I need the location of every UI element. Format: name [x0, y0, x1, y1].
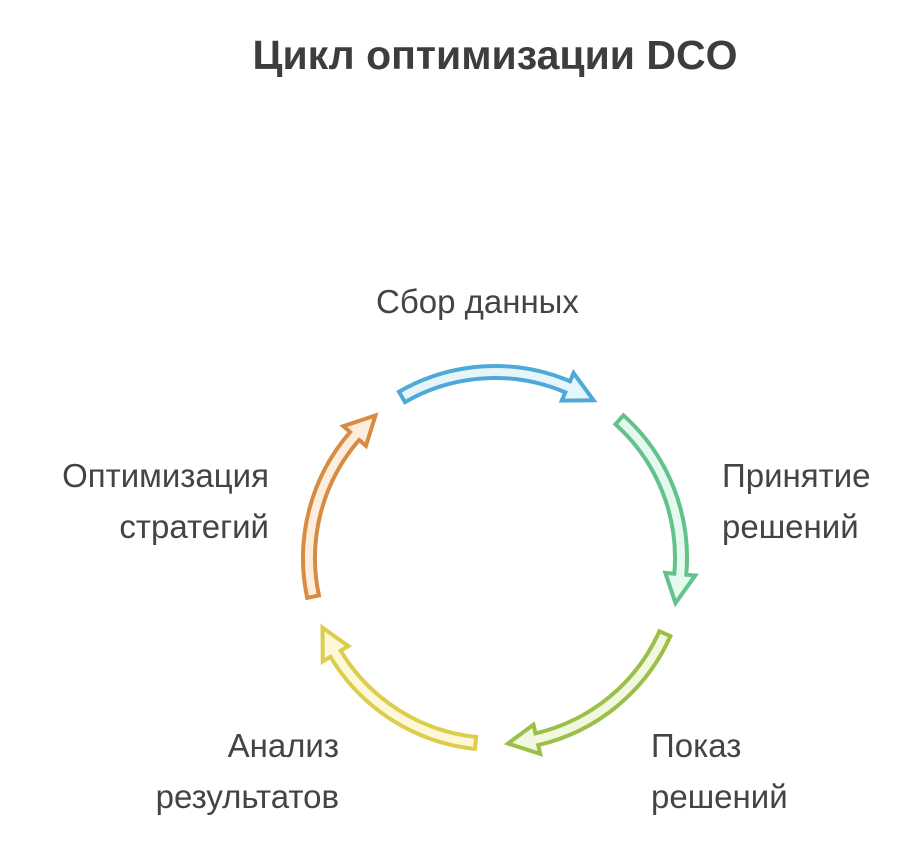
arrow-decision-making: [612, 412, 699, 608]
arrow-show-decisions: [503, 628, 674, 757]
step-label-optimize-strategies: Оптимизация стратегий: [62, 450, 269, 552]
label-line: Оптимизация: [62, 457, 269, 494]
step-label-decision-making: Принятие решений: [722, 450, 871, 552]
label-line: стратегий: [119, 508, 269, 545]
label-line: Анализ: [227, 727, 339, 764]
label-line: решений: [651, 778, 788, 815]
diagram-title: Цикл оптимизации DCO: [252, 32, 738, 78]
label-line: результатов: [155, 778, 339, 815]
step-label-collect-data: Сбор данных: [376, 276, 579, 327]
label-line: решений: [722, 508, 859, 545]
step-label-show-decisions: Показ решений: [651, 720, 788, 822]
label-line: Принятие: [722, 457, 871, 494]
label-line: Сбор данных: [376, 283, 579, 320]
step-label-analyze-results: Анализ результатов: [156, 720, 339, 822]
label-line: Показ: [651, 727, 742, 764]
arrow-collect-data: [396, 364, 598, 405]
arrow-optimize-strategies: [301, 412, 379, 601]
arrow-analyze-results: [320, 623, 479, 752]
